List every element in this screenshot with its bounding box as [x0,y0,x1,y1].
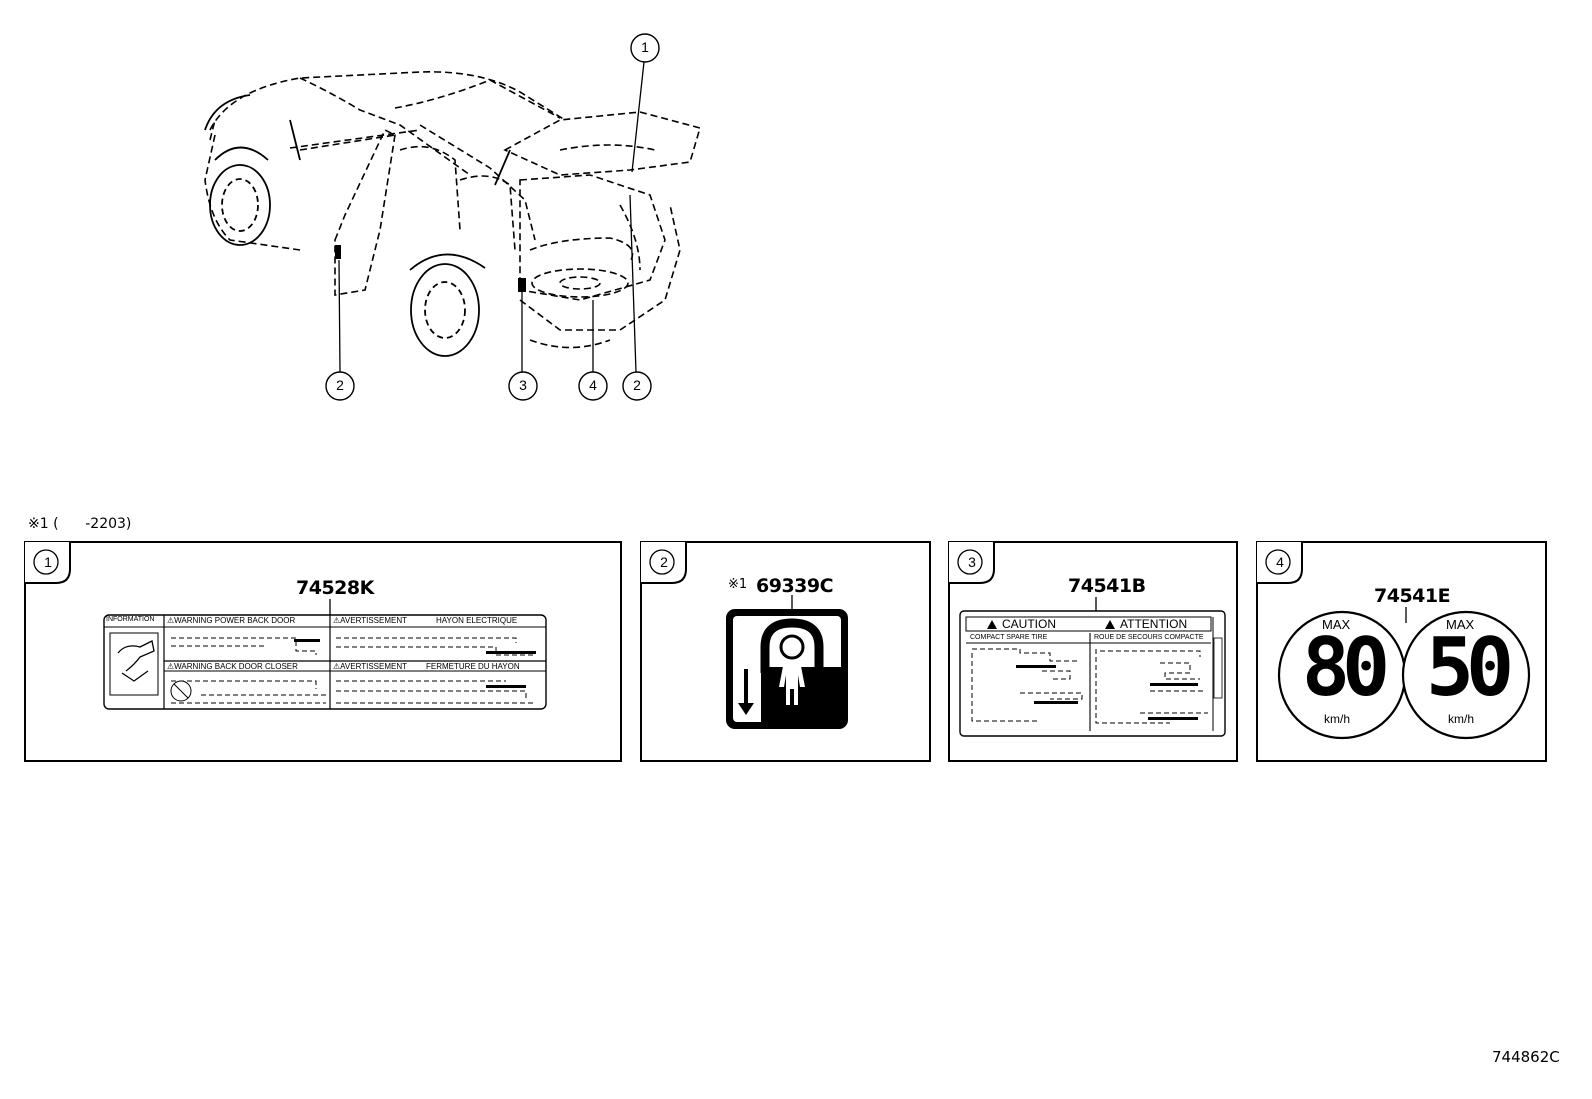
caution-text: CAUTION [1002,617,1056,631]
label-row2-right: FERMETURE DU HAYON [426,662,520,671]
unit-right: km/h [1448,712,1475,726]
spare-tire-caution-label [959,597,1226,737]
callout-4: 4 [589,377,597,393]
roue-de-secours-text: ROUE DE SECOURS COMPACTE [1094,634,1204,641]
part-number: 74541E [1374,585,1451,607]
part-number: 74528K [296,577,374,599]
label-panel-2: 2 ※1 69339C [640,541,931,762]
panel-number: 1 [44,554,52,570]
label-row1-right: HAYON ELECTRIQUE [436,616,518,625]
label-panel-1: 1 74528K INFORMATION ⚠WARNING PO [24,541,622,762]
label-row2-left: ⚠WARNING BACK DOOR CLOSER [167,662,298,671]
label-row1-left: ⚠WARNING POWER BACK DOOR [167,616,296,625]
vehicle-illustration [204,33,701,401]
drawing-code: 744862C [1492,1048,1560,1066]
panel-number: 2 [660,554,668,570]
panel-tab [640,541,687,584]
callout-1: 1 [641,39,649,55]
speed-value-80: 80 [1301,621,1390,714]
footnote: ※1 ( -2203) [28,516,132,532]
footnote-marker: ※1 [728,577,748,592]
max-label-right: MAX [1446,617,1475,632]
child-lock-icon [726,595,848,729]
label-panel-4: 4 74541E MAX 80 km/h MAX 50 km/h [1256,541,1547,762]
panel-number: 4 [1276,554,1284,570]
callout-3: 3 [519,377,527,393]
label-panel-3: 3 74541B CAUTION ATTENTION COMPACT SPARE… [948,541,1238,762]
panel-tab [1256,541,1303,584]
panel-tab [24,541,71,584]
panel-tab [948,541,995,584]
label-info-text: INFORMATION [106,616,155,623]
warning-label-74528k [103,599,547,710]
label-row1-mid: ⚠AVERTISSEMENT [333,616,407,625]
callout-2-left: 2 [336,377,344,393]
max-label-left: MAX [1322,617,1351,632]
label-row2-mid: ⚠AVERTISSEMENT [333,662,407,671]
panel-number: 3 [968,554,976,570]
unit-left: km/h [1324,712,1351,726]
compact-spare-tire-text: COMPACT SPARE TIRE [970,634,1048,641]
part-number: 74541B [1068,575,1146,597]
attention-text: ATTENTION [1120,617,1188,631]
callout-2-right: 2 [633,377,641,393]
speed-limit-signs [1277,607,1531,740]
speed-value-50: 50 [1425,621,1514,714]
part-number: 69339C [756,575,834,597]
